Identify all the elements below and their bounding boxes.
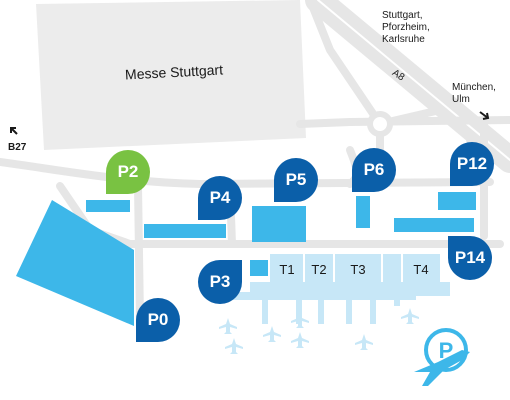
parking-area-p0 (16, 200, 134, 326)
airplane-icon (219, 308, 419, 354)
parking-area-p4 (144, 224, 226, 238)
parking-marker-p4[interactable]: P4 (198, 176, 242, 220)
parking-marker-label: P4 (209, 188, 231, 207)
route-line: Stuttgart, (382, 10, 423, 21)
parking-marker-p3[interactable]: P3 (198, 260, 242, 304)
parking-marker-label: P2 (117, 162, 139, 181)
route-line: Ulm (452, 94, 470, 105)
parking-area-p3 (250, 260, 268, 276)
parking-marker-label: P14 (454, 248, 486, 267)
terminal-dividers (303, 254, 403, 282)
terminal-t2[interactable]: T2 (311, 262, 327, 277)
parking-marker-p14[interactable]: P14 (448, 236, 492, 280)
parking-marker-label: P12 (456, 154, 488, 173)
terminal-t1[interactable]: T1 (279, 262, 295, 277)
parking-area-p2 (86, 200, 130, 212)
parking-marker-label: P3 (209, 272, 231, 291)
parking-marker-label: P6 (363, 160, 385, 179)
route-label-munich: München, Ulm (452, 82, 496, 106)
parking-area-p14 (394, 218, 474, 232)
terminal-t3[interactable]: T3 (350, 262, 366, 277)
terminal-complex (216, 254, 450, 324)
parking-marker-p12[interactable]: P12 (450, 142, 494, 186)
road-label-b27: B27 (8, 142, 27, 153)
route-line: München, (452, 82, 496, 93)
parking-area-p6 (356, 196, 370, 228)
parking-marker-label: P0 (147, 310, 169, 329)
route-line: Pforzheim, (382, 22, 430, 33)
parking-marker-p2[interactable]: P2 (106, 150, 150, 194)
roundabout (367, 111, 393, 137)
parking-marker-p0[interactable]: P0 (136, 298, 180, 342)
motorway-a8 (305, 0, 510, 173)
parking-marker-label: P5 (285, 170, 307, 189)
terminal-t4[interactable]: T4 (413, 262, 429, 277)
parking-area-p12 (438, 192, 476, 210)
parking-marker-p6[interactable]: P6 (352, 148, 396, 192)
arrow-northwest-icon (10, 127, 18, 135)
route-line: Karlsruhe (382, 34, 425, 45)
parking-area-p5 (252, 206, 306, 242)
parking-marker-p5[interactable]: P5 (274, 158, 318, 202)
parking-logo-icon: P (414, 328, 470, 386)
messe-area (36, 0, 306, 150)
arrow-southeast-icon (479, 111, 490, 120)
route-label-stuttgart: Stuttgart, Pforzheim, Karlsruhe (382, 10, 430, 46)
